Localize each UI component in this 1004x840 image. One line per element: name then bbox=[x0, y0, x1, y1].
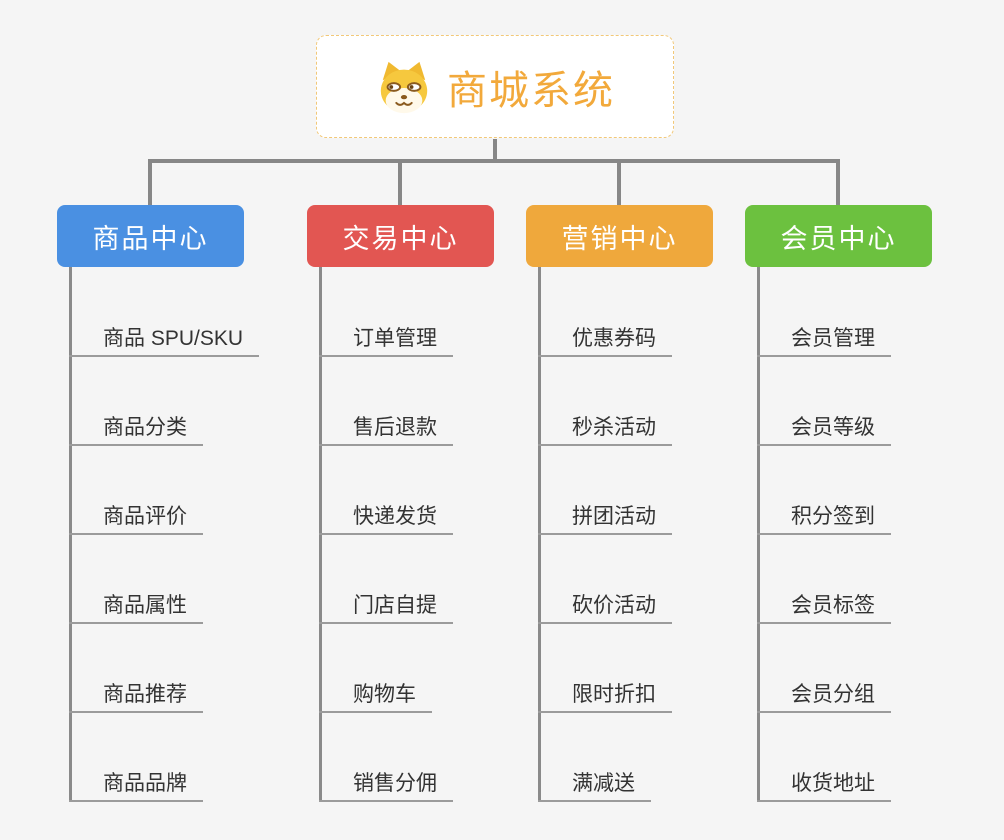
leaf-node[interactable]: 满减送 bbox=[538, 764, 651, 802]
leaf-node[interactable]: 优惠券码 bbox=[538, 319, 672, 357]
branch-label: 营销中心 bbox=[561, 223, 678, 254]
leaf-node[interactable]: 拼团活动 bbox=[538, 497, 672, 535]
leaf-node[interactable]: 商品品牌 bbox=[69, 764, 203, 802]
leaf-node[interactable]: 门店自提 bbox=[319, 586, 453, 624]
branch-node-product-center[interactable]: 商品中心 bbox=[57, 205, 244, 267]
root-node-mall-system[interactable]: 商城系统 bbox=[316, 35, 674, 138]
connector-drop-line bbox=[617, 159, 621, 207]
leaf-node[interactable]: 会员标签 bbox=[757, 586, 891, 624]
leaf-node[interactable]: 会员分组 bbox=[757, 675, 891, 713]
branch-node-trade-center[interactable]: 交易中心 bbox=[307, 205, 494, 267]
root-connector-stub bbox=[493, 139, 497, 161]
branch-label: 会员中心 bbox=[780, 223, 897, 254]
branch-label: 商品中心 bbox=[92, 223, 209, 254]
leaf-node[interactable]: 积分签到 bbox=[757, 497, 891, 535]
leaf-node[interactable]: 商品推荐 bbox=[69, 675, 203, 713]
leaf-node[interactable]: 商品分类 bbox=[69, 408, 203, 446]
leaf-node[interactable]: 购物车 bbox=[319, 675, 432, 713]
leaf-node[interactable]: 订单管理 bbox=[319, 319, 453, 357]
leaf-node[interactable]: 限时折扣 bbox=[538, 675, 672, 713]
leaf-node[interactable]: 商品 SPU/SKU bbox=[69, 319, 260, 357]
root-node-label: 商城系统 bbox=[447, 68, 615, 113]
connector-horizontal-bar bbox=[148, 159, 840, 163]
leaf-node[interactable]: 收货地址 bbox=[757, 764, 891, 802]
connector-drop-line bbox=[148, 159, 152, 207]
branch-node-marketing-center[interactable]: 营销中心 bbox=[526, 205, 713, 267]
leaf-node[interactable]: 快递发货 bbox=[319, 497, 453, 535]
branch-node-member-center[interactable]: 会员中心 bbox=[745, 205, 932, 267]
leaf-node[interactable]: 砍价活动 bbox=[538, 586, 672, 624]
leaf-node[interactable]: 会员管理 bbox=[757, 319, 891, 357]
leaf-node[interactable]: 销售分佣 bbox=[319, 764, 453, 802]
leaf-node[interactable]: 商品评价 bbox=[69, 497, 203, 535]
leaf-node[interactable]: 秒杀活动 bbox=[538, 408, 672, 446]
branch-label: 交易中心 bbox=[342, 223, 459, 254]
connector-drop-line bbox=[398, 159, 402, 207]
connector-drop-line bbox=[836, 159, 840, 207]
leaf-node[interactable]: 会员等级 bbox=[757, 408, 891, 446]
leaf-node[interactable]: 商品属性 bbox=[69, 586, 203, 624]
doge-face-icon bbox=[380, 61, 428, 113]
leaf-node[interactable]: 售后退款 bbox=[319, 408, 453, 446]
